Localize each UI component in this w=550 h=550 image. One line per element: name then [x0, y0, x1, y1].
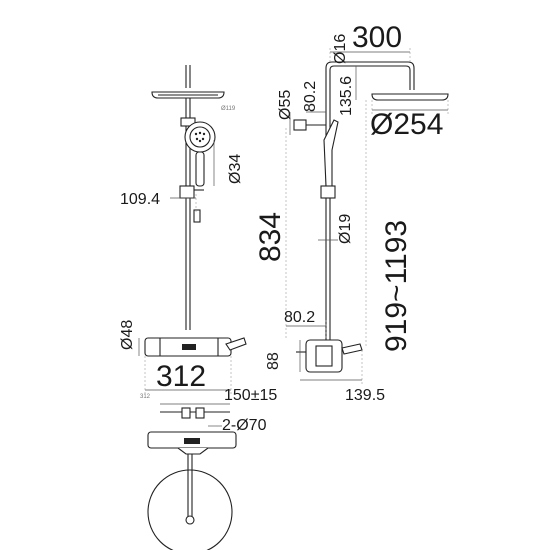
- shower-arm-side: [325, 61, 415, 90]
- hand-shower-head-front: [184, 121, 216, 187]
- dim-300: 300: [352, 21, 402, 54]
- dim-d19: Ø19: [337, 214, 354, 244]
- thermostatic-mixer-front: [144, 337, 247, 357]
- dim-834: 834: [254, 212, 287, 262]
- dim-312: 312: [156, 360, 206, 393]
- dim-2-d70: 2-Ø70: [222, 417, 267, 434]
- dim-312-small: 312: [140, 394, 151, 400]
- dim-109-4: 109.4: [120, 191, 160, 208]
- dim-80-2-top: 80.2: [302, 81, 319, 112]
- dim-d34: Ø34: [227, 154, 244, 184]
- dim-d48: Ø48: [119, 320, 136, 350]
- dim-150: 150±15: [224, 387, 277, 404]
- top-view: [147, 407, 237, 550]
- dim-135-6: 135.6: [338, 76, 355, 116]
- slide-holder: [179, 185, 195, 199]
- dim-d55: Ø55: [277, 90, 294, 120]
- dim-d119: Ø119: [221, 106, 236, 112]
- side-view: [293, 61, 449, 373]
- dimension-lines: [138, 48, 449, 427]
- overhead-shower-head-side: [371, 93, 449, 101]
- dim-139-5: 139.5: [345, 387, 385, 404]
- dim-d254: Ø254: [370, 108, 443, 141]
- overhead-shower-head-top: [147, 469, 233, 550]
- dimension-labels: Ø16 300 80.2 135.6 Ø55 Ø254 Ø34 109.4 83…: [119, 21, 443, 434]
- dim-80-2-bottom: 80.2: [284, 309, 315, 326]
- dim-88: 88: [265, 352, 282, 370]
- thermostatic-mixer-side: [296, 339, 363, 373]
- dim-919-1193: 919~1193: [380, 220, 413, 352]
- front-view: Ø119: [144, 65, 247, 357]
- dim-d16: Ø16: [332, 34, 349, 64]
